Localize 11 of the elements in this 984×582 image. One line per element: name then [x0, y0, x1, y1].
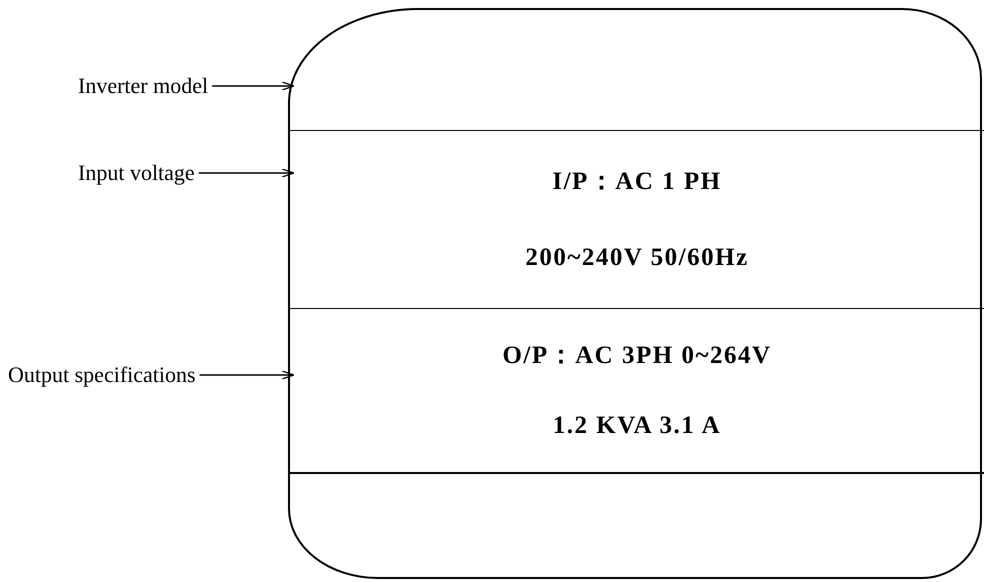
- spec-text: 1.2 KVA 3.1 A: [552, 410, 722, 440]
- spec-text: 200~240V 50/60Hz: [525, 243, 749, 273]
- label-text: Output specifications: [8, 361, 196, 389]
- spec-text: I/P：AC 1 PH: [552, 166, 722, 196]
- arrow: [198, 168, 295, 178]
- arrow: [212, 81, 295, 91]
- nameplate: [288, 8, 982, 579]
- spec-text: O/P：AC 3PH 0~264V: [502, 341, 772, 371]
- label-text: Inverter model: [78, 72, 208, 100]
- label-text: Input voltage: [78, 159, 195, 187]
- arrow: [200, 370, 295, 380]
